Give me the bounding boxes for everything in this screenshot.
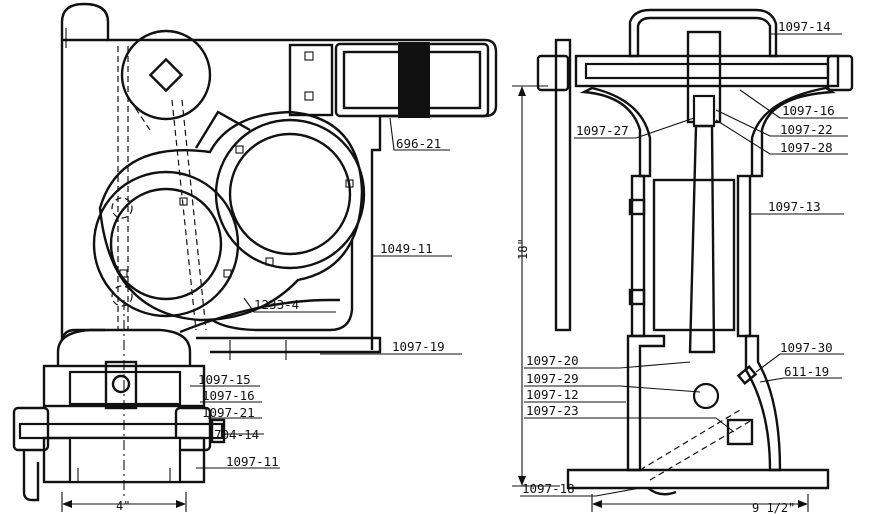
label-1097-21: 1097-21	[202, 405, 255, 420]
label-1097-23: 1097-23	[526, 403, 579, 418]
dimension-4in: 4"	[116, 499, 130, 513]
label-1097-22: 1097-22	[780, 122, 833, 137]
label-1097-18: 1097-18	[522, 481, 575, 496]
label-1097-16: 1097-16	[202, 388, 255, 403]
label-1233-4: 1233-4	[254, 297, 299, 312]
left-side-view: 4" 696-21 1049-11 1233-4 1097-19 1097-15…	[12, 2, 498, 513]
label-1097-20: 1097-20	[526, 353, 579, 368]
label-1049-11: 1049-11	[380, 241, 433, 256]
label-1097-19: 1097-19	[392, 339, 445, 354]
label-1097-12: 1097-12	[526, 387, 579, 402]
dimension-9half-in: 9 1/2"	[752, 501, 795, 514]
label-696-21: 696-21	[396, 136, 441, 151]
label-1097-29: 1097-29	[526, 371, 579, 386]
label-1097-27: 1097-27	[576, 123, 629, 138]
label-1097-13: 1097-13	[768, 199, 821, 214]
label-1097-15: 1097-15	[198, 372, 251, 387]
label-1097-16: 1097-16	[782, 103, 835, 118]
label-611-19: 611-19	[784, 364, 829, 379]
label-1097-11: 1097-11	[226, 454, 279, 469]
right-section-view: 18" 9 1/2" 1097-14 1097-16 1097-27 1097-…	[512, 8, 854, 514]
label-1097-14: 1097-14	[778, 19, 831, 34]
label-1097-28: 1097-28	[780, 140, 833, 155]
dimension-18in: 18"	[516, 238, 530, 260]
label-1097-30: 1097-30	[780, 340, 833, 355]
label-704-14: 704-14	[214, 427, 259, 442]
